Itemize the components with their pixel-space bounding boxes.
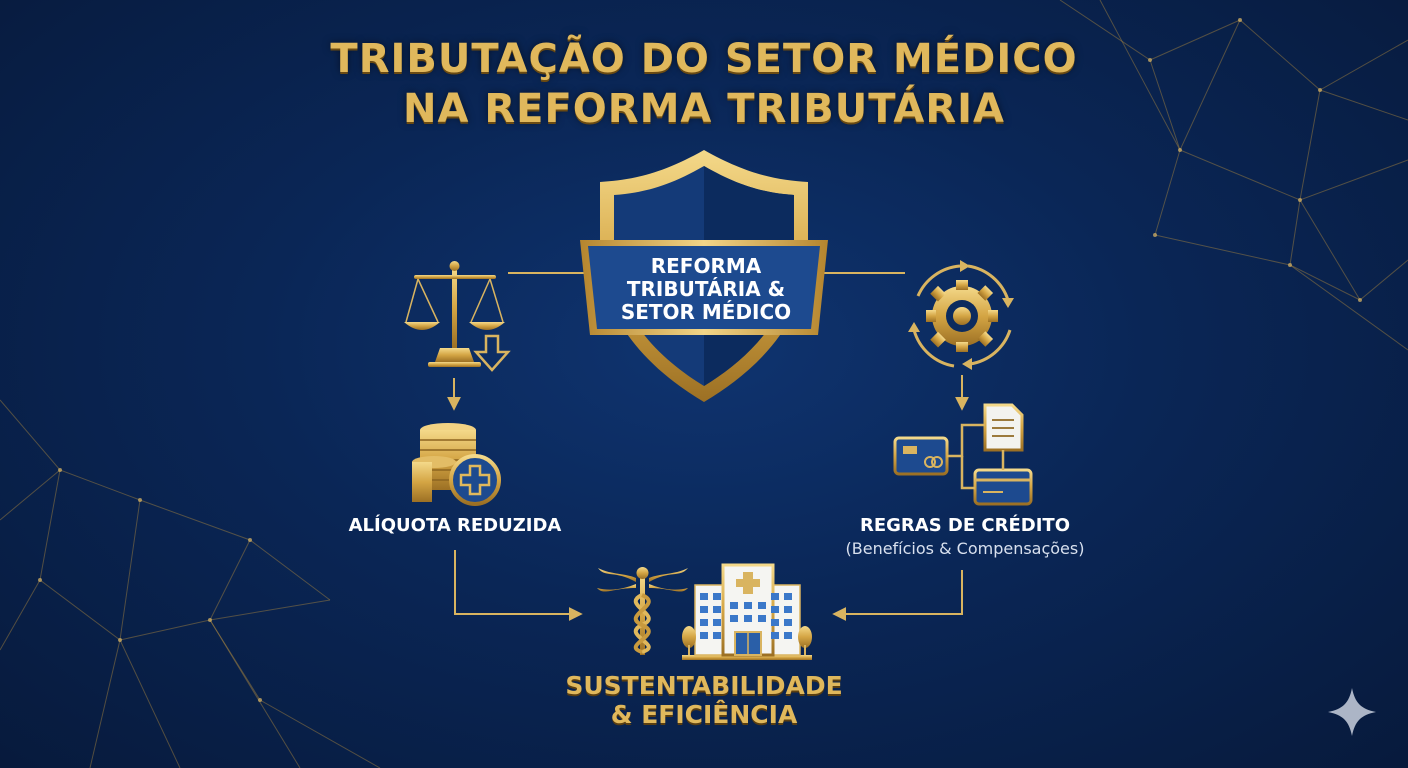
- shield-emblem: [580, 150, 828, 402]
- credit-card-icon: [893, 436, 949, 476]
- receipt-card-icon: [973, 468, 1033, 506]
- page-title-line-1: TRIBUTAÇÃO DO SETOR MÉDICO: [330, 36, 1078, 82]
- hospital-icon: [682, 563, 812, 660]
- shield-label-line-2: TRIBUTÁRIA &: [626, 277, 786, 301]
- outcome-line-2: & EFICIÊNCIA: [610, 700, 798, 729]
- shield-label-line-1: REFORMA: [650, 254, 762, 278]
- down-arrow-icon: [473, 334, 511, 372]
- gear-cycle-icon: [908, 260, 1014, 370]
- page-title-line-2: NA REFORMA TRIBUTÁRIA: [402, 86, 1005, 132]
- medical-cross-icon: [449, 454, 501, 506]
- right-branch-label: REGRAS DE CRÉDITO: [859, 515, 1071, 536]
- caduceus-icon: [597, 567, 688, 655]
- connector-lines: [447, 272, 969, 621]
- scales-icon: [404, 261, 505, 367]
- sparkle-icon: [1328, 688, 1376, 736]
- left-branch-label: ALÍQUOTA REDUZIDA: [348, 515, 562, 536]
- document-icon: [983, 403, 1024, 452]
- network-pattern-bottom-left: [0, 399, 381, 768]
- outcome-line-1: SUSTENTABILIDADE: [565, 671, 843, 700]
- right-branch-sublabel: (Benefícios & Compensações): [845, 539, 1085, 558]
- shield-label-line-3: SETOR MÉDICO: [620, 300, 792, 324]
